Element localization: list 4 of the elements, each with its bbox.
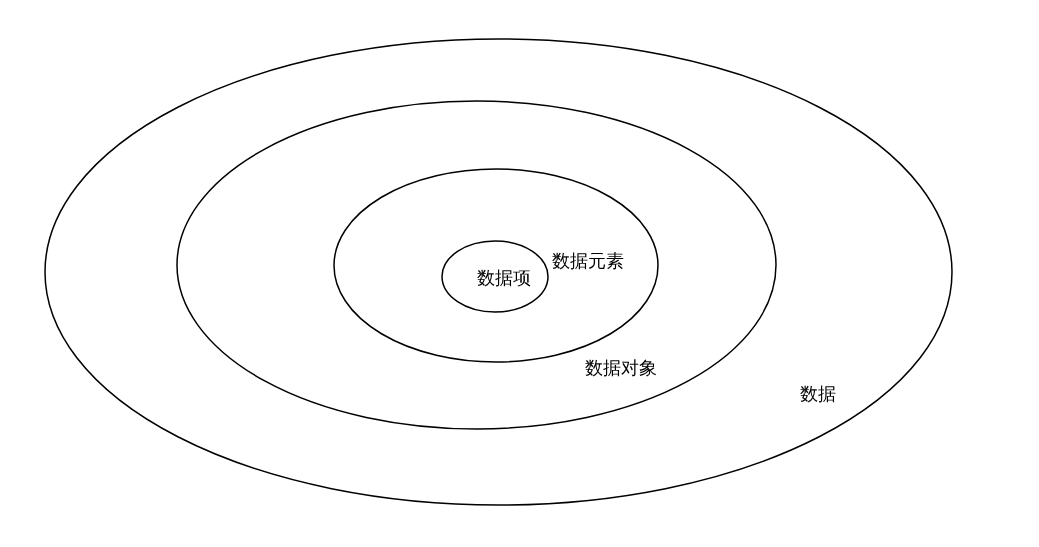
ellipse-label: 数据项 [477, 267, 531, 289]
ellipse-label: 数据 [800, 383, 836, 405]
ellipse-label: 数据对象 [585, 357, 657, 379]
ellipse-label: 数据元素 [552, 250, 624, 272]
